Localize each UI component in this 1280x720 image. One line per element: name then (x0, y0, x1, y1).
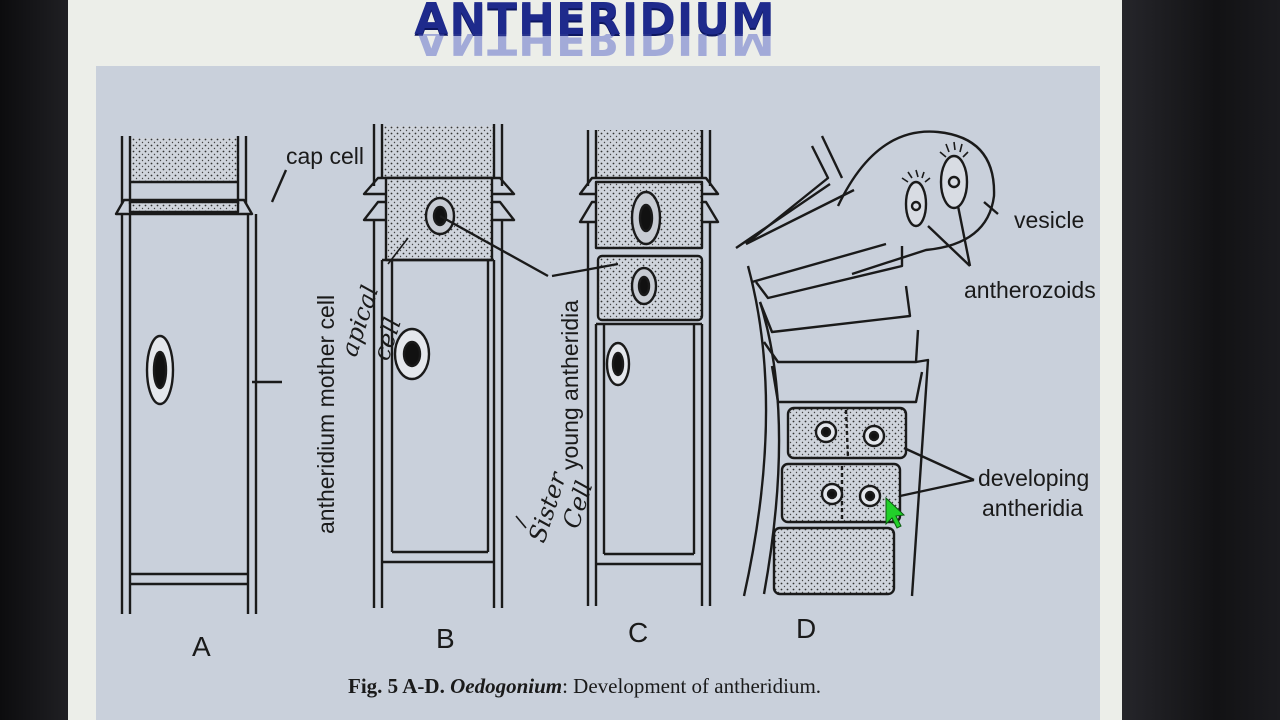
caption-text: : Development of antheridium. (562, 674, 822, 698)
slide-title-reflection: ANTHERIDIUM (414, 34, 776, 64)
antheridium-diagram: cap cell antheridium mother cell young a… (114, 124, 1096, 662)
vesicle-leader (983, 201, 999, 215)
mouse-cursor-icon (885, 496, 906, 529)
figure-caption: Fig. 5 A-D. Oedogonium: Development of a… (348, 674, 821, 699)
slide-title: ANTHERIDIUM (414, 0, 776, 45)
antherozoids-leader (927, 205, 972, 267)
caption-genus: Oedogonium (450, 674, 563, 698)
figure-photo: cap cell antheridium mother cell young a… (96, 66, 1100, 720)
developing-antheridia-label-1: developing (978, 465, 1089, 491)
panel-label-c: C (628, 617, 648, 648)
slide-screen: ANTHERIDIUM ANTHERIDIUM (68, 0, 1122, 720)
panel-c-filament (578, 130, 720, 606)
panel-a-filament (114, 136, 258, 614)
monitor-bezel-right (1120, 0, 1280, 720)
antheridium-mother-cell-label: antheridium mother cell (313, 295, 339, 534)
panel-label-d: D (796, 613, 816, 644)
cap-cell-label: cap cell (286, 143, 364, 169)
caption-fig-number: Fig. 5 A-D. (348, 674, 445, 698)
panel-d-filament (735, 130, 996, 597)
antherozoids-label: antherozoids (964, 277, 1096, 303)
cap-cell-leader (270, 169, 288, 203)
panel-label-b: B (436, 623, 455, 654)
young-antheridia-label: young antheridia (557, 300, 583, 470)
monitor-bezel-left (0, 0, 70, 720)
developing-antheridia-label-2: antheridia (982, 495, 1083, 521)
panel-label-a: A (192, 631, 211, 662)
panel-b-filament (362, 124, 516, 608)
developing-antheridia-leader (899, 446, 975, 498)
vesicle-label: vesicle (1014, 207, 1084, 233)
sister-cell-leader (515, 515, 527, 529)
apical-cell-leader (387, 237, 409, 265)
young-antheridia-leader (439, 214, 619, 278)
